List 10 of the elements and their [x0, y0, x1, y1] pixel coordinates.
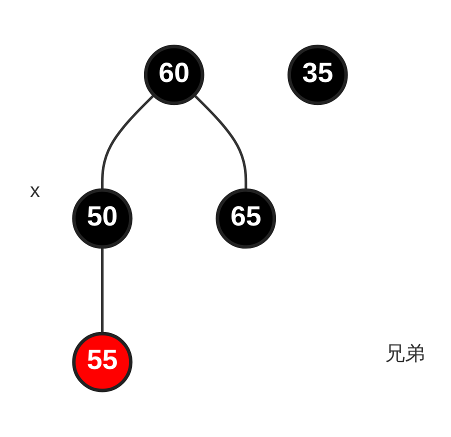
node-circle: 60 [144, 44, 204, 106]
node-circle: 55 [72, 332, 132, 392]
node-circle: 50 [72, 188, 132, 249]
annotation-text: 兄弟 [385, 342, 425, 367]
annotation-text: x [30, 180, 40, 203]
node-circle: 65 [216, 188, 276, 249]
connector [193, 94, 248, 190]
connector [101, 246, 104, 334]
node-circle: 35 [288, 44, 348, 106]
connector [101, 94, 155, 190]
